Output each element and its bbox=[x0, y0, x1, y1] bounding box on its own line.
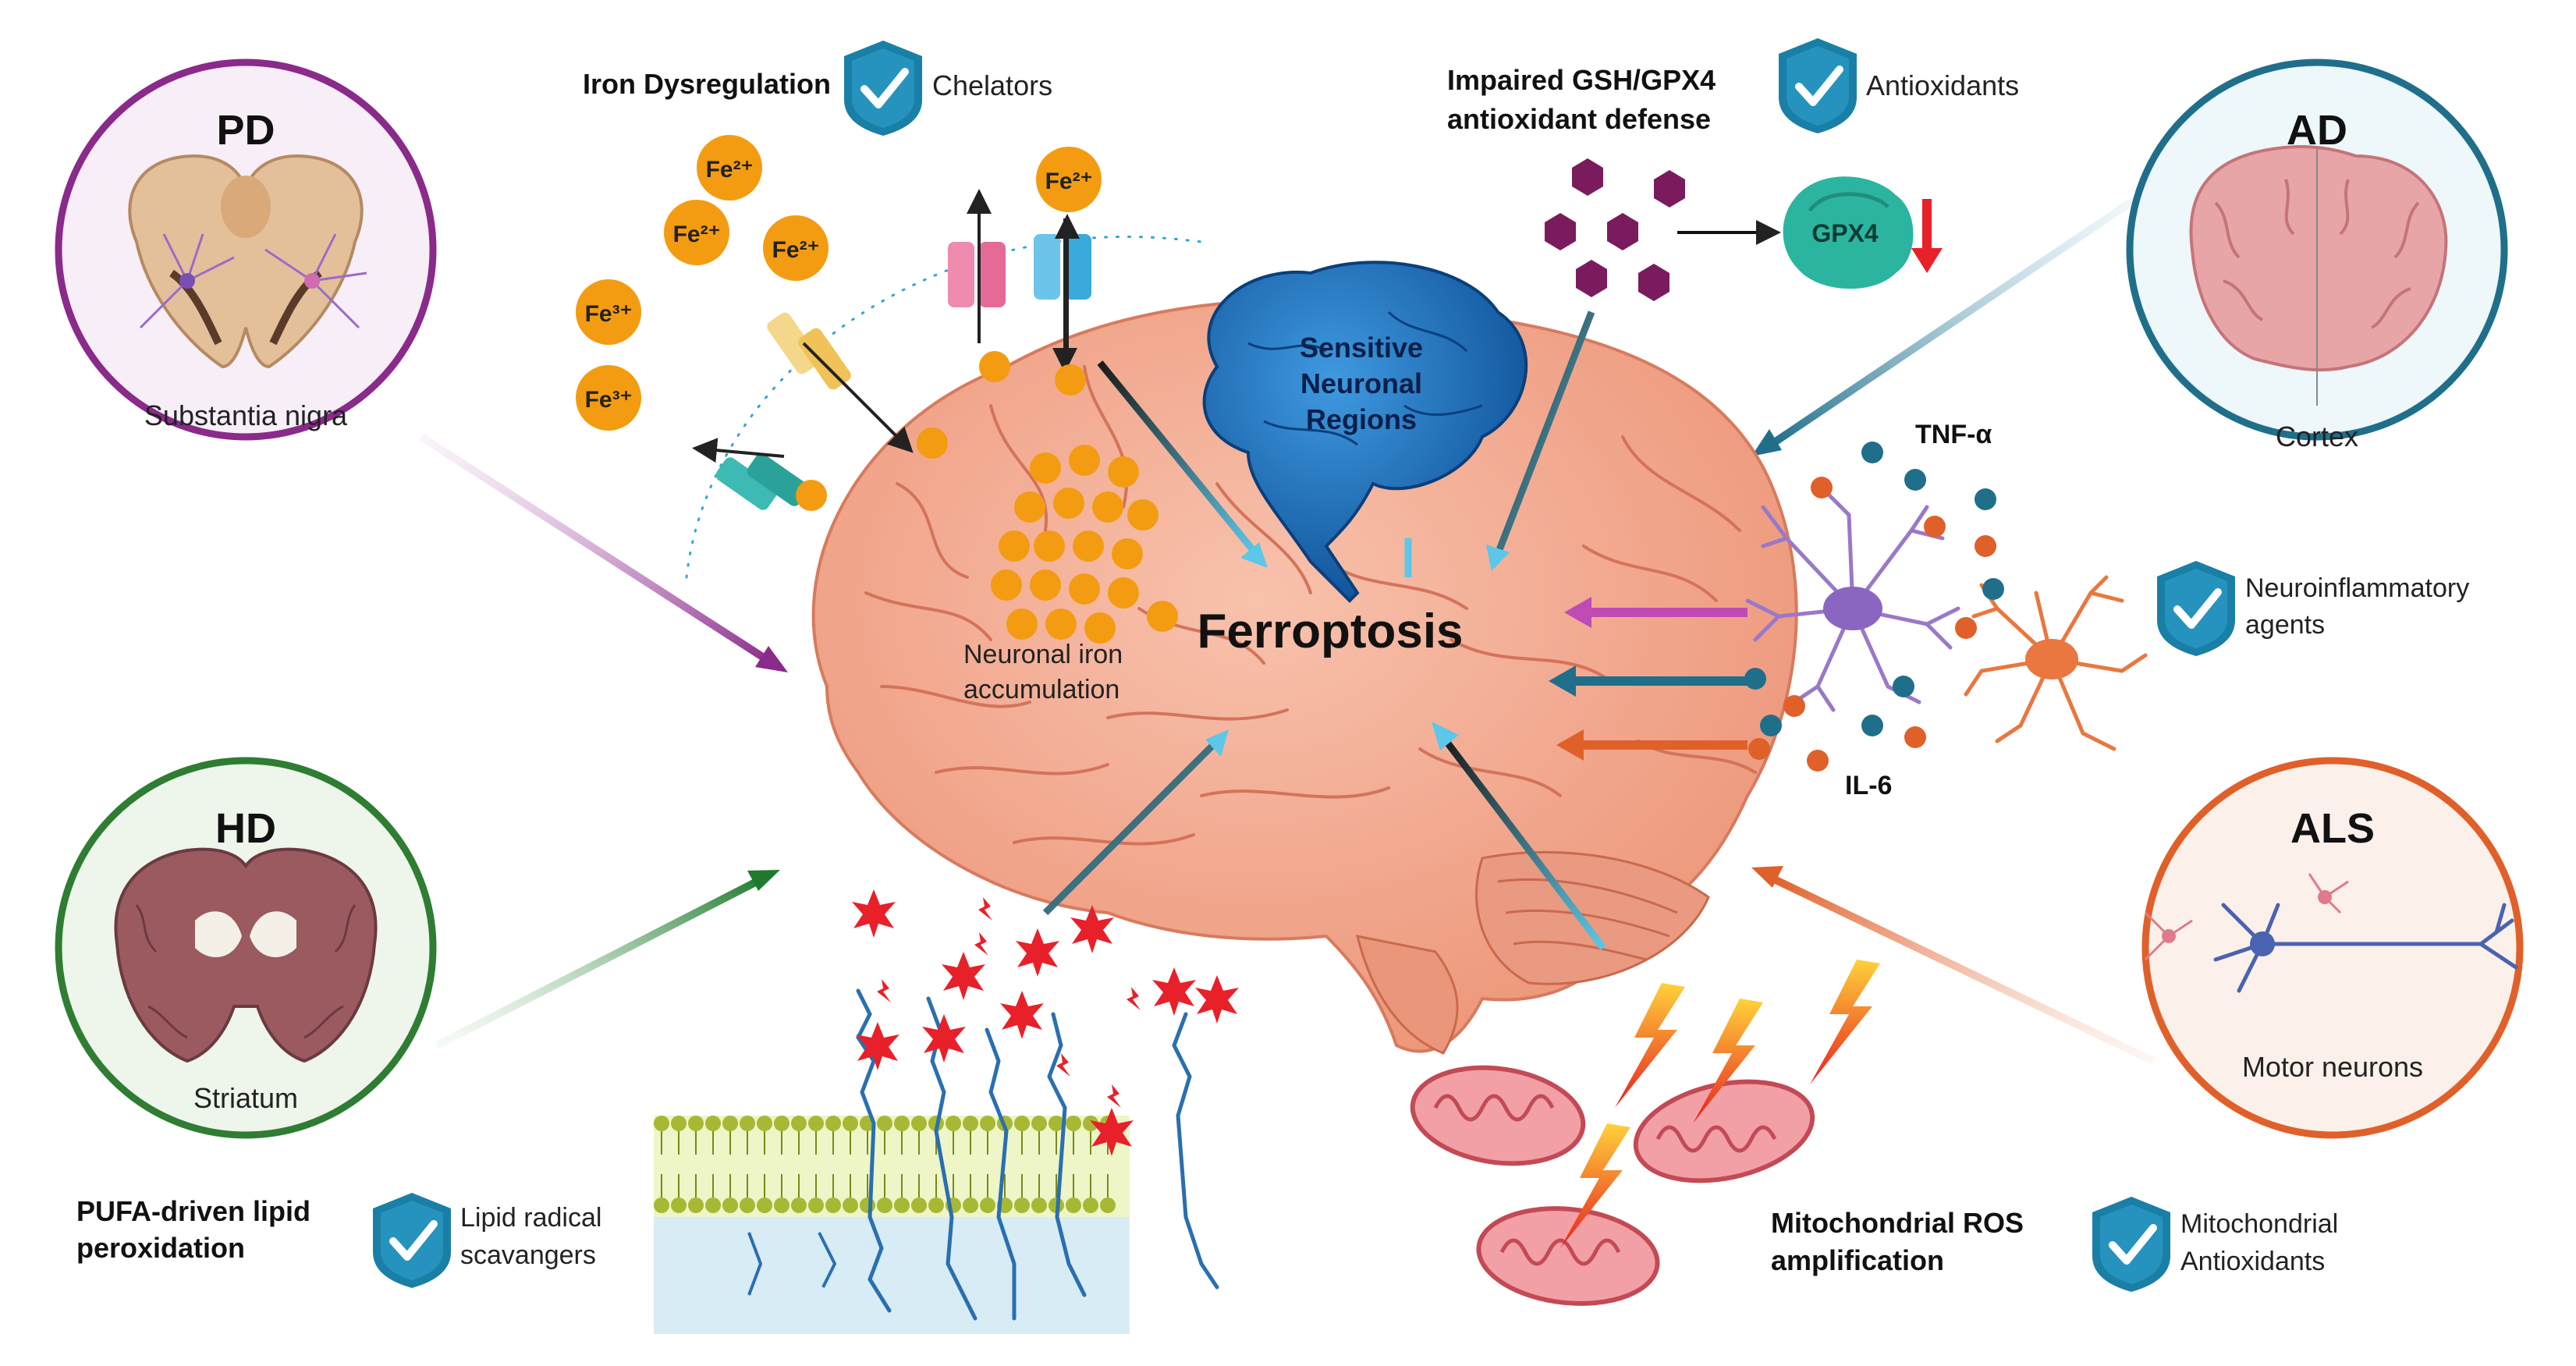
mitochondria bbox=[1410, 1065, 1815, 1306]
astrocyte-body bbox=[2025, 639, 2078, 679]
als-abbr: ALS bbox=[2290, 805, 2375, 852]
ad-abbr: AD bbox=[2287, 107, 2347, 154]
gpx4-protein: GPX4 bbox=[1783, 176, 1914, 289]
als-region: Motor neurons bbox=[2242, 1051, 2423, 1083]
ad-panel: AD Cortex bbox=[2126, 59, 2508, 452]
iron-accumulation-cluster bbox=[991, 445, 1178, 644]
inflammation-arrows bbox=[1549, 597, 1747, 761]
chelators-label: Chelators bbox=[932, 69, 1052, 101]
ferroptosis-label: Ferroptosis bbox=[1197, 605, 1463, 658]
fe-ion-1: Fe²⁺ bbox=[706, 157, 754, 183]
gpx4-label: GPX4 bbox=[1811, 219, 1879, 247]
pd-abbr: PD bbox=[216, 107, 275, 154]
mito-title-2: amplification bbox=[1771, 1244, 1944, 1276]
fe-ion-3: Fe²⁺ bbox=[772, 237, 820, 263]
als-arrow bbox=[1769, 874, 2156, 1065]
neuroinflammatory-label-1: Neuroinflammatory bbox=[2245, 573, 2469, 603]
ad-region: Cortex bbox=[2276, 420, 2358, 452]
chelators-shield-icon bbox=[844, 41, 922, 136]
gsh-title-1: Impaired GSH/GPX4 bbox=[1447, 64, 1716, 96]
neuroinflammatory-shield-icon bbox=[2157, 561, 2235, 656]
iron-transport-arrows bbox=[692, 189, 1080, 463]
mito-antioxidants-label-2: Antioxidants bbox=[2180, 1247, 2325, 1276]
iron-membrane bbox=[685, 234, 1203, 579]
mito-antioxidants-label-1: Mitochondrial bbox=[2180, 1209, 2338, 1239]
cytokine-dots bbox=[1744, 442, 2004, 772]
pd-panel: PD Substantia nigra bbox=[55, 59, 437, 441]
neuroinflammatory-label-2: agents bbox=[2245, 610, 2325, 640]
sensitive-label-1: Sensitive bbox=[1300, 332, 1423, 364]
tnf-alpha-label: TNF-α bbox=[1915, 420, 1992, 449]
fe-ion-6: Fe³⁺ bbox=[585, 387, 633, 413]
microglia-body bbox=[1823, 587, 1882, 630]
fe-ion-2: Fe²⁺ bbox=[673, 222, 721, 247]
lightning-icons bbox=[1560, 960, 1880, 1248]
pd-region: Substantia nigra bbox=[144, 399, 348, 431]
gsh-hexagons bbox=[1545, 158, 1685, 301]
lipid-scavengers-label-1: Lipid radical bbox=[460, 1203, 601, 1233]
lipid-title-2: peroxidation bbox=[76, 1232, 245, 1264]
il6-label: IL-6 bbox=[1845, 771, 1892, 800]
hd-abbr: HD bbox=[215, 805, 276, 852]
fe-ion-4: Fe²⁺ bbox=[1045, 169, 1093, 194]
hd-region: Striatum bbox=[193, 1082, 298, 1114]
ros-sparks bbox=[877, 897, 1141, 1108]
lipid-scavengers-shield-icon bbox=[373, 1193, 451, 1288]
iron-ion-balls: Fe²⁺ Fe²⁺ Fe²⁺ Fe²⁺ Fe³⁺ Fe³⁺ bbox=[576, 135, 1102, 431]
lipid-title-1: PUFA-driven lipid bbox=[76, 1195, 310, 1227]
hd-arrow bbox=[435, 874, 767, 1049]
sensitive-regions: Sensitive Neuronal Regions bbox=[1202, 261, 1528, 603]
lipid-bilayer bbox=[654, 988, 1219, 1334]
antioxidants-label: Antioxidants bbox=[1866, 69, 2019, 101]
iron-accumulation-label-1: Neuronal iron bbox=[963, 640, 1123, 669]
mito-title-1: Mitochondrial ROS bbox=[1771, 1207, 2024, 1239]
sensitive-label-3: Regions bbox=[1306, 403, 1417, 435]
iron-dysregulation-title: Iron Dysregulation bbox=[583, 68, 831, 100]
fe-ion-5: Fe³⁺ bbox=[585, 301, 633, 327]
iron-small-dots bbox=[796, 351, 1086, 511]
hd-panel: HD Striatum bbox=[55, 757, 437, 1139]
sensitive-label-2: Neuronal bbox=[1300, 367, 1422, 399]
als-panel: ALS Motor neurons bbox=[2141, 757, 2524, 1139]
iron-accumulation-label-2: accumulation bbox=[963, 675, 1119, 704]
pd-arrow bbox=[419, 433, 775, 667]
gsh-title-2: antioxidant defense bbox=[1447, 103, 1711, 135]
antioxidants-shield-icon bbox=[1779, 38, 1857, 133]
lipid-scavengers-label-2: scavangers bbox=[460, 1240, 596, 1270]
decrease-arrow-icon bbox=[1911, 248, 1943, 273]
mito-antioxidants-shield-icon bbox=[2092, 1197, 2170, 1292]
ad-arrow bbox=[1769, 183, 2156, 449]
inner-arrows bbox=[1042, 310, 1606, 950]
